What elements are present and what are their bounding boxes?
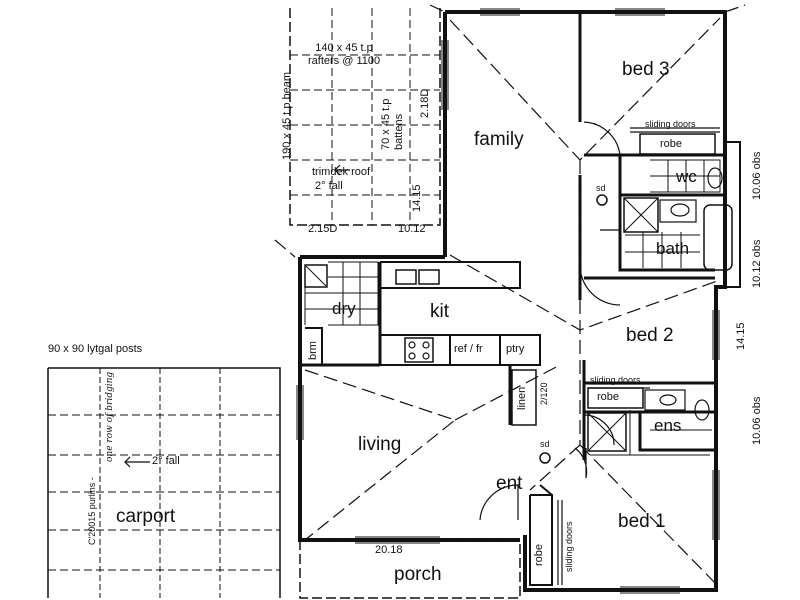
interior-wall <box>529 494 553 586</box>
tile-grid <box>590 410 712 456</box>
fall-arrow-icon <box>124 456 150 468</box>
room-label-bed3: bed 3 <box>622 59 670 80</box>
dim-10-12-obs: 10.12 obs <box>751 239 763 288</box>
cooktop-icon <box>404 337 434 363</box>
room-label-carport: carport <box>116 506 176 527</box>
dim-2-120: 2/120 <box>539 382 549 405</box>
dim-10-06-bottom: 10.06 obs <box>751 396 763 445</box>
window <box>712 470 720 540</box>
bath-icon <box>703 204 733 271</box>
carport-fall-note: 2° fall <box>152 455 180 467</box>
room-label-ent: ent <box>496 473 523 494</box>
dim-14-15-right: 14.15 <box>735 322 747 350</box>
window <box>355 536 440 544</box>
smoke-detector-icon <box>596 194 608 206</box>
sink-icon <box>395 269 417 285</box>
battens-note: 70 x 45 t.p battens <box>380 98 406 150</box>
bay-wall <box>725 141 741 288</box>
robe-box <box>639 133 716 155</box>
dim-14-15-pergola: 14.15 <box>411 184 423 212</box>
toilet-icon <box>707 167 723 189</box>
ens-toilet-icon <box>694 399 710 421</box>
robe-box <box>644 389 686 411</box>
robe-label: robe <box>660 138 683 150</box>
door-swing <box>583 414 615 446</box>
carport-outline <box>47 367 281 598</box>
room-label-wc: wc <box>676 167 697 186</box>
door-swing <box>574 447 588 479</box>
door-swing <box>479 484 519 521</box>
interior-wall <box>618 155 715 272</box>
window <box>712 310 720 360</box>
fall-note: 2° fall <box>315 180 343 192</box>
trough-icon <box>304 264 328 288</box>
smoke-detector-label: sd <box>540 439 550 449</box>
window <box>296 385 304 440</box>
tile-grid <box>625 232 700 268</box>
bridging-note: one row of bridging <box>105 371 115 462</box>
sink-icon <box>418 269 440 285</box>
room-label-bed1: bed 1 <box>618 511 666 532</box>
room-label-bath: bath <box>656 239 690 258</box>
basin-icon <box>670 203 690 217</box>
ens-basin-icon <box>659 394 677 406</box>
rafters-note: 140 x 45 t.p rafters @ 1100 <box>308 42 381 68</box>
sliding-doors-label: sliding doors <box>564 521 574 572</box>
sliding-doors-label: sliding doors <box>645 119 696 129</box>
dim-10-06-top: 10.06 obs <box>751 151 763 200</box>
pantry-label: ptry <box>506 343 525 355</box>
room-label-dry: dry <box>332 299 356 318</box>
room-label-kit: kit <box>430 301 449 322</box>
porch-slab <box>299 539 521 599</box>
window <box>620 586 680 594</box>
room-label-family: family <box>474 129 524 150</box>
dim-2-18: 2.18D <box>419 88 431 118</box>
posts-note: 90 x 90 lytgal posts <box>48 343 143 355</box>
ref-fr-label: ref / fr <box>454 343 483 355</box>
bench <box>380 261 521 289</box>
fall-arrow-icon <box>334 164 350 176</box>
shower-icon <box>623 197 659 233</box>
robe-label: robe <box>597 391 620 403</box>
sliding-door <box>557 500 563 585</box>
tile-grid <box>304 261 379 326</box>
window <box>615 8 665 16</box>
window <box>441 40 449 110</box>
smoke-detector-label: sd <box>596 183 606 193</box>
room-label-living: living <box>358 434 402 455</box>
room-label-bed2: bed 2 <box>626 325 674 346</box>
robe-label: robe <box>533 543 545 566</box>
interior-wall <box>638 412 715 452</box>
tile-grid <box>650 159 721 193</box>
interior-wall <box>305 327 323 365</box>
beam-note: 190 x 45 t.p beam <box>281 71 293 160</box>
purlins-note: C'20015 purlins - <box>87 477 97 545</box>
linen-label: linen <box>516 386 528 410</box>
robe-box <box>587 387 644 409</box>
broom-cupboard-label: brm <box>307 341 319 360</box>
linen-box <box>511 369 537 426</box>
exterior-wall <box>523 142 727 592</box>
room-label-porch: porch <box>394 564 442 585</box>
interior-wall <box>449 335 501 365</box>
dim-10-12: 10.12 <box>398 223 426 235</box>
interior-wall <box>380 334 541 366</box>
dim-2-15: 2.15D <box>308 223 338 235</box>
sliding-doors-label: sliding doors <box>590 375 641 385</box>
interior-wall <box>539 484 553 496</box>
dim-20-18: 20.18 <box>375 544 403 556</box>
roof-note: trimdek roof <box>312 166 371 178</box>
door-swing <box>579 264 621 306</box>
ens-shower-icon <box>587 412 627 452</box>
smoke-detector-icon <box>539 452 551 464</box>
window <box>480 8 520 16</box>
room-label-ens: ens <box>654 416 682 435</box>
sliding-door <box>630 127 720 133</box>
